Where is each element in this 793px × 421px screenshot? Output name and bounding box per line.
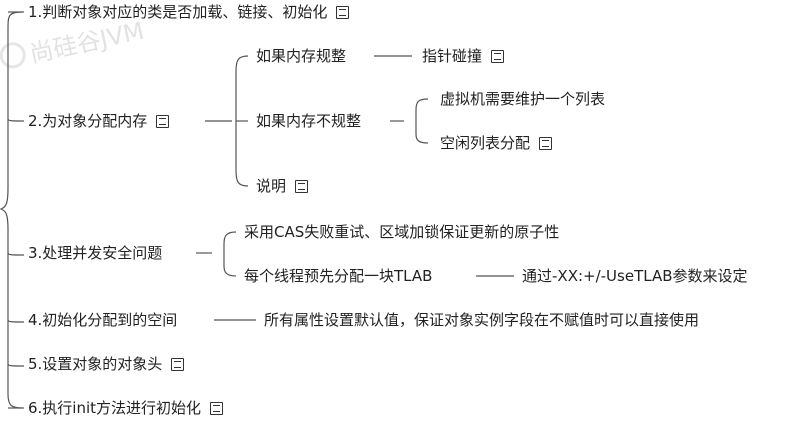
note-icon[interactable]	[295, 179, 309, 193]
branch-2-label: 2.为对象分配内存	[28, 112, 148, 130]
link-branch-2	[7, 118, 25, 122]
link-branch-4	[7, 319, 25, 323]
b3-c2-leaf-label: 通过-XX:+/-UseTLAB参数来设定	[522, 267, 748, 285]
b2-child-3-label: 说明	[256, 177, 287, 195]
link-b2c2-bracket	[415, 98, 429, 144]
b2-child-3-node[interactable]: 说明	[256, 176, 309, 196]
link-b3-bracket	[223, 231, 237, 277]
branch-6-label: 6.执行init方法进行初始化	[28, 399, 202, 417]
b2-c2-leaf-1-node[interactable]: 虚拟机需要维护一个列表	[440, 89, 605, 109]
note-icon[interactable]	[539, 136, 553, 150]
b2-c2-leaf-1-label: 虚拟机需要维护一个列表	[440, 90, 606, 108]
b2-child-1-label: 如果内存规整	[256, 47, 347, 65]
link-branch-3	[7, 252, 25, 256]
b2-child-1-node[interactable]: 如果内存规整	[256, 46, 346, 66]
branch-4-label: 4.初始化分配到的空间	[28, 311, 178, 329]
branch-3-label: 3.处理并发安全问题	[28, 244, 163, 262]
note-icon[interactable]	[171, 357, 185, 371]
b2-c2-leaf-2-label: 空闲列表分配	[440, 134, 531, 152]
b2-c1-leaf-label: 指针碰撞	[422, 47, 483, 65]
b2-child-2-label: 如果内存不规整	[256, 112, 362, 130]
branch-1-label: 1.判断对象对应的类是否加载、链接、初始化	[28, 3, 328, 21]
branch-2-node[interactable]: 2.为对象分配内存	[28, 111, 170, 131]
branch-1-node[interactable]: 1.判断对象对应的类是否加载、链接、初始化	[28, 2, 350, 22]
note-icon[interactable]	[336, 5, 350, 19]
branch-5-node[interactable]: 5.设置对象的对象头	[28, 354, 185, 374]
branch-3-node[interactable]: 3.处理并发安全问题	[28, 243, 162, 263]
b2-c1-leaf-node[interactable]: 指针碰撞	[422, 46, 505, 66]
branch-4-node[interactable]: 4.初始化分配到的空间	[28, 310, 177, 330]
b4-child-1-label: 所有属性设置默认值，保证对象实例字段在不赋值时可以直接使用	[264, 311, 700, 329]
branch-5-label: 5.设置对象的对象头	[28, 355, 163, 373]
branch-6-node[interactable]: 6.执行init方法进行初始化	[28, 398, 224, 418]
link-branch-5	[7, 363, 25, 367]
b3-child-2-label: 每个线程预先分配一块TLAB	[244, 267, 433, 285]
b4-child-1-node[interactable]: 所有属性设置默认值，保证对象实例字段在不赋值时可以直接使用	[264, 310, 699, 330]
note-icon[interactable]	[491, 49, 505, 63]
b3-child-1-node[interactable]: 采用CAS失败重试、区域加锁保证更新的原子性	[244, 222, 559, 242]
note-icon[interactable]	[156, 114, 170, 128]
b2-child-2-node[interactable]: 如果内存不规整	[256, 111, 361, 131]
b3-child-1-label: 采用CAS失败重试、区域加锁保证更新的原子性	[244, 223, 560, 241]
b2-c2-leaf-2-node[interactable]: 空闲列表分配	[440, 133, 553, 153]
b3-c2-leaf-node[interactable]: 通过-XX:+/-UseTLAB参数来设定	[522, 266, 748, 286]
root-bracket	[0, 11, 23, 409]
b3-child-2-node[interactable]: 每个线程预先分配一块TLAB	[244, 266, 432, 286]
note-icon[interactable]	[210, 401, 224, 415]
